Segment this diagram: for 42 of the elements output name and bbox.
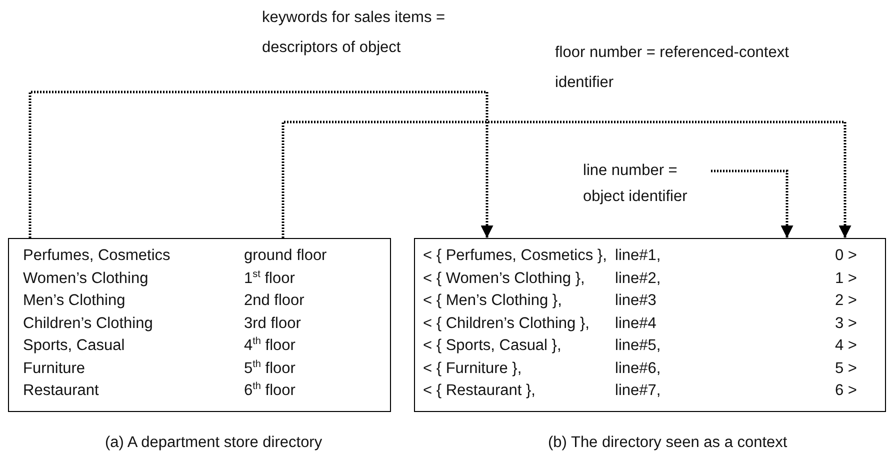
descriptor-text: < { Men’s Clothing },: [423, 292, 562, 310]
floor-name: 1$^{st}$ floor: [244, 270, 295, 288]
descriptor-text: < { Restaurant },: [423, 382, 536, 400]
line-id: line#2,: [615, 270, 661, 288]
context-id: 5 >: [835, 360, 857, 378]
descriptor-text: < { Perfumes, Cosmetics },: [423, 247, 607, 265]
dotted-arrow: [711, 170, 794, 238]
dotted-arrow: [282, 120, 852, 238]
department-name: Furniture: [23, 360, 86, 378]
context-id: 4 >: [835, 337, 857, 355]
caption: (a) A department store directory: [105, 434, 322, 452]
caption: (b) The directory seen as a context: [548, 434, 788, 452]
descriptor-text: < { Sports, Casual },: [423, 337, 562, 355]
line-id: line#7,: [615, 382, 661, 400]
line-id: line#6,: [615, 360, 661, 378]
floor-name: 2nd floor: [244, 292, 304, 310]
floor-name: 6$^{th}$ floor: [244, 382, 296, 400]
department-name: Children’s Clothing: [23, 314, 153, 332]
context-id: 0 >: [835, 247, 857, 265]
line-id: line#1,: [615, 247, 661, 265]
floor-name: 5$^{th}$ floor: [244, 360, 296, 378]
descriptor-text: < { Furniture },: [423, 360, 522, 378]
department-name: Men’s Clothing: [23, 292, 126, 310]
floor-name: 4$^{th}$ floor: [244, 337, 296, 355]
context-id: 3 >: [835, 314, 857, 332]
context-id: 2 >: [835, 292, 857, 310]
floor-name: ground floor: [244, 247, 327, 265]
department-name: Restaurant: [23, 382, 99, 400]
department-name: Perfumes, Cosmetics: [23, 247, 170, 265]
context-id: 1 >: [835, 270, 857, 288]
line-id: line#4: [615, 314, 656, 332]
directory-box: [8, 238, 391, 412]
context-box: [414, 238, 886, 412]
descriptor-text: < { Women’s Clothing },: [423, 270, 585, 288]
line-id: line#3: [615, 292, 656, 310]
department-name: Women’s Clothing: [23, 270, 148, 288]
dotted-arrow: [28, 90, 494, 238]
floor-name: 3rd floor: [244, 314, 301, 332]
line-id: line#5,: [615, 337, 661, 355]
context-id: 6 >: [835, 382, 857, 400]
descriptor-text: < { Children’s Clothing },: [423, 314, 590, 332]
department-name: Sports, Casual: [23, 337, 125, 355]
